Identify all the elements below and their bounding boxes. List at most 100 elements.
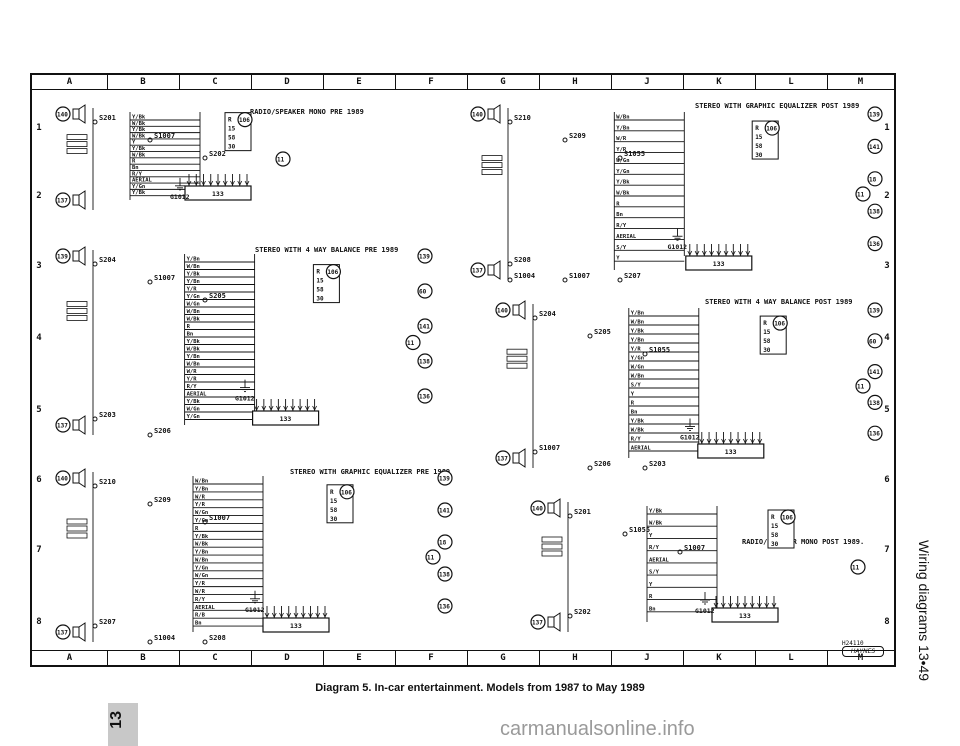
connector-number: 60 [419, 289, 427, 296]
pin-arrow [254, 405, 259, 411]
connector-badge [530, 614, 546, 630]
connector-number: 140 [472, 112, 483, 119]
pin-arrow [764, 602, 770, 608]
connector-number: 141 [869, 144, 880, 151]
connector-badge [55, 192, 71, 208]
pin-arrow [694, 250, 700, 256]
splice-label: S210 [99, 478, 116, 486]
splice-label: S1007 [154, 274, 175, 282]
connector-badge [867, 363, 883, 380]
connector-badge [417, 318, 433, 334]
terminal-label: R [763, 320, 767, 327]
wire-colour-label: R [132, 159, 136, 165]
ground-label: G1012 [680, 433, 700, 441]
pin-arrow [735, 602, 741, 608]
pin-arrow [716, 250, 722, 256]
splice-label: S1004 [154, 634, 175, 642]
terminal-label: 30 [228, 144, 236, 151]
wire-colour-label: R/Y [187, 384, 198, 390]
fuse-block [66, 308, 88, 314]
ground-label: G1012 [170, 193, 190, 201]
ground-label: G1012 [245, 606, 265, 614]
connector-badge [417, 388, 433, 404]
pin-arrow [728, 602, 733, 608]
terminal-label: R [755, 125, 759, 132]
speaker-icon [553, 612, 561, 632]
speaker-icon [78, 190, 86, 210]
grid-row-label: 4 [884, 333, 890, 343]
fuse-block [66, 532, 88, 539]
wire-colour-label: Y/Bk [631, 419, 645, 425]
connector-number: 106 [327, 269, 338, 276]
splice-label: S205 [209, 292, 226, 300]
wire-colour-label: AERIAL [187, 392, 208, 398]
wire-colour-label: Y/Bk [187, 339, 201, 345]
connector-badge [772, 315, 788, 331]
wire-colour-label: R/Y [616, 223, 627, 229]
wire-colour-label: Y/Bk [187, 399, 201, 405]
grid-col-label: J [611, 651, 684, 665]
splice-node [92, 261, 98, 267]
wire-colour-label: W/Bn [631, 374, 644, 380]
grid-row-label: 3 [884, 261, 890, 271]
splice-label: S209 [154, 496, 171, 504]
connector-number: 138 [419, 359, 430, 366]
multi-plug-label: 133 [725, 448, 737, 456]
fuse-block [481, 162, 503, 168]
wire-colour-label: Y/Bn [187, 257, 200, 263]
connector-number: 136 [869, 241, 880, 248]
figure-reference: H24110 [842, 640, 864, 647]
grid-col-label: C [179, 651, 252, 665]
pin-arrow [264, 612, 270, 618]
ground-label: G1012 [235, 395, 255, 403]
pin-arrow [742, 602, 748, 608]
speaker-icon [72, 626, 80, 638]
connector-number: 139 [57, 254, 68, 261]
connector-badge [855, 378, 871, 394]
terminal-label: 58 [763, 338, 771, 345]
pin-arrow [699, 438, 705, 444]
ground-label: G1012 [668, 243, 688, 251]
pin-arrow [745, 250, 751, 256]
connector-badge [867, 138, 883, 155]
grid-row-label: 3 [36, 261, 42, 271]
splice-label: S204 [539, 310, 556, 318]
speaker-icon [72, 108, 80, 120]
wire-colour-label: Bn [187, 332, 194, 338]
splice-label: S206 [154, 427, 171, 435]
grid-col-label: F [395, 75, 468, 89]
pin-arrow [186, 180, 192, 186]
fuse-block [481, 155, 503, 161]
wire-colour-label: W/Gn [187, 302, 200, 308]
fuse-block [66, 134, 88, 140]
pin-arrow [244, 180, 250, 186]
pin-arrow [208, 180, 214, 186]
pin-arrow [735, 438, 741, 444]
speaker-icon [78, 415, 86, 435]
pin-arrow [297, 405, 303, 411]
connector-number: 106 [782, 515, 793, 522]
connector-number: 11 [857, 384, 865, 391]
splice-label: S1055 [624, 150, 645, 158]
fuse-block [506, 348, 528, 355]
pin-arrow [283, 405, 288, 411]
pin-arrow [275, 405, 281, 411]
haynes-logo: HAYNES [842, 646, 884, 657]
speaker-icon [512, 452, 520, 464]
wire-colour-label: Y/Gn [195, 518, 208, 524]
grid-row-label: 2 [36, 191, 42, 201]
connector-badge [237, 112, 253, 128]
terminal-label: 30 [771, 541, 779, 548]
terminal-label: 30 [763, 347, 771, 354]
connector-number: 138 [869, 400, 880, 407]
pin-arrow [230, 180, 235, 186]
splice-label: S1055 [649, 346, 670, 354]
grid-col-label: D [251, 651, 324, 665]
wire-colour-label: S/Y [631, 383, 642, 389]
grid-row-label: 6 [884, 475, 890, 485]
pin-arrow [730, 250, 736, 256]
wire-colour-label: W/Bn [616, 115, 629, 121]
terminal-label: 15 [763, 329, 771, 336]
wire-colour-label: W/Bn [195, 557, 208, 563]
